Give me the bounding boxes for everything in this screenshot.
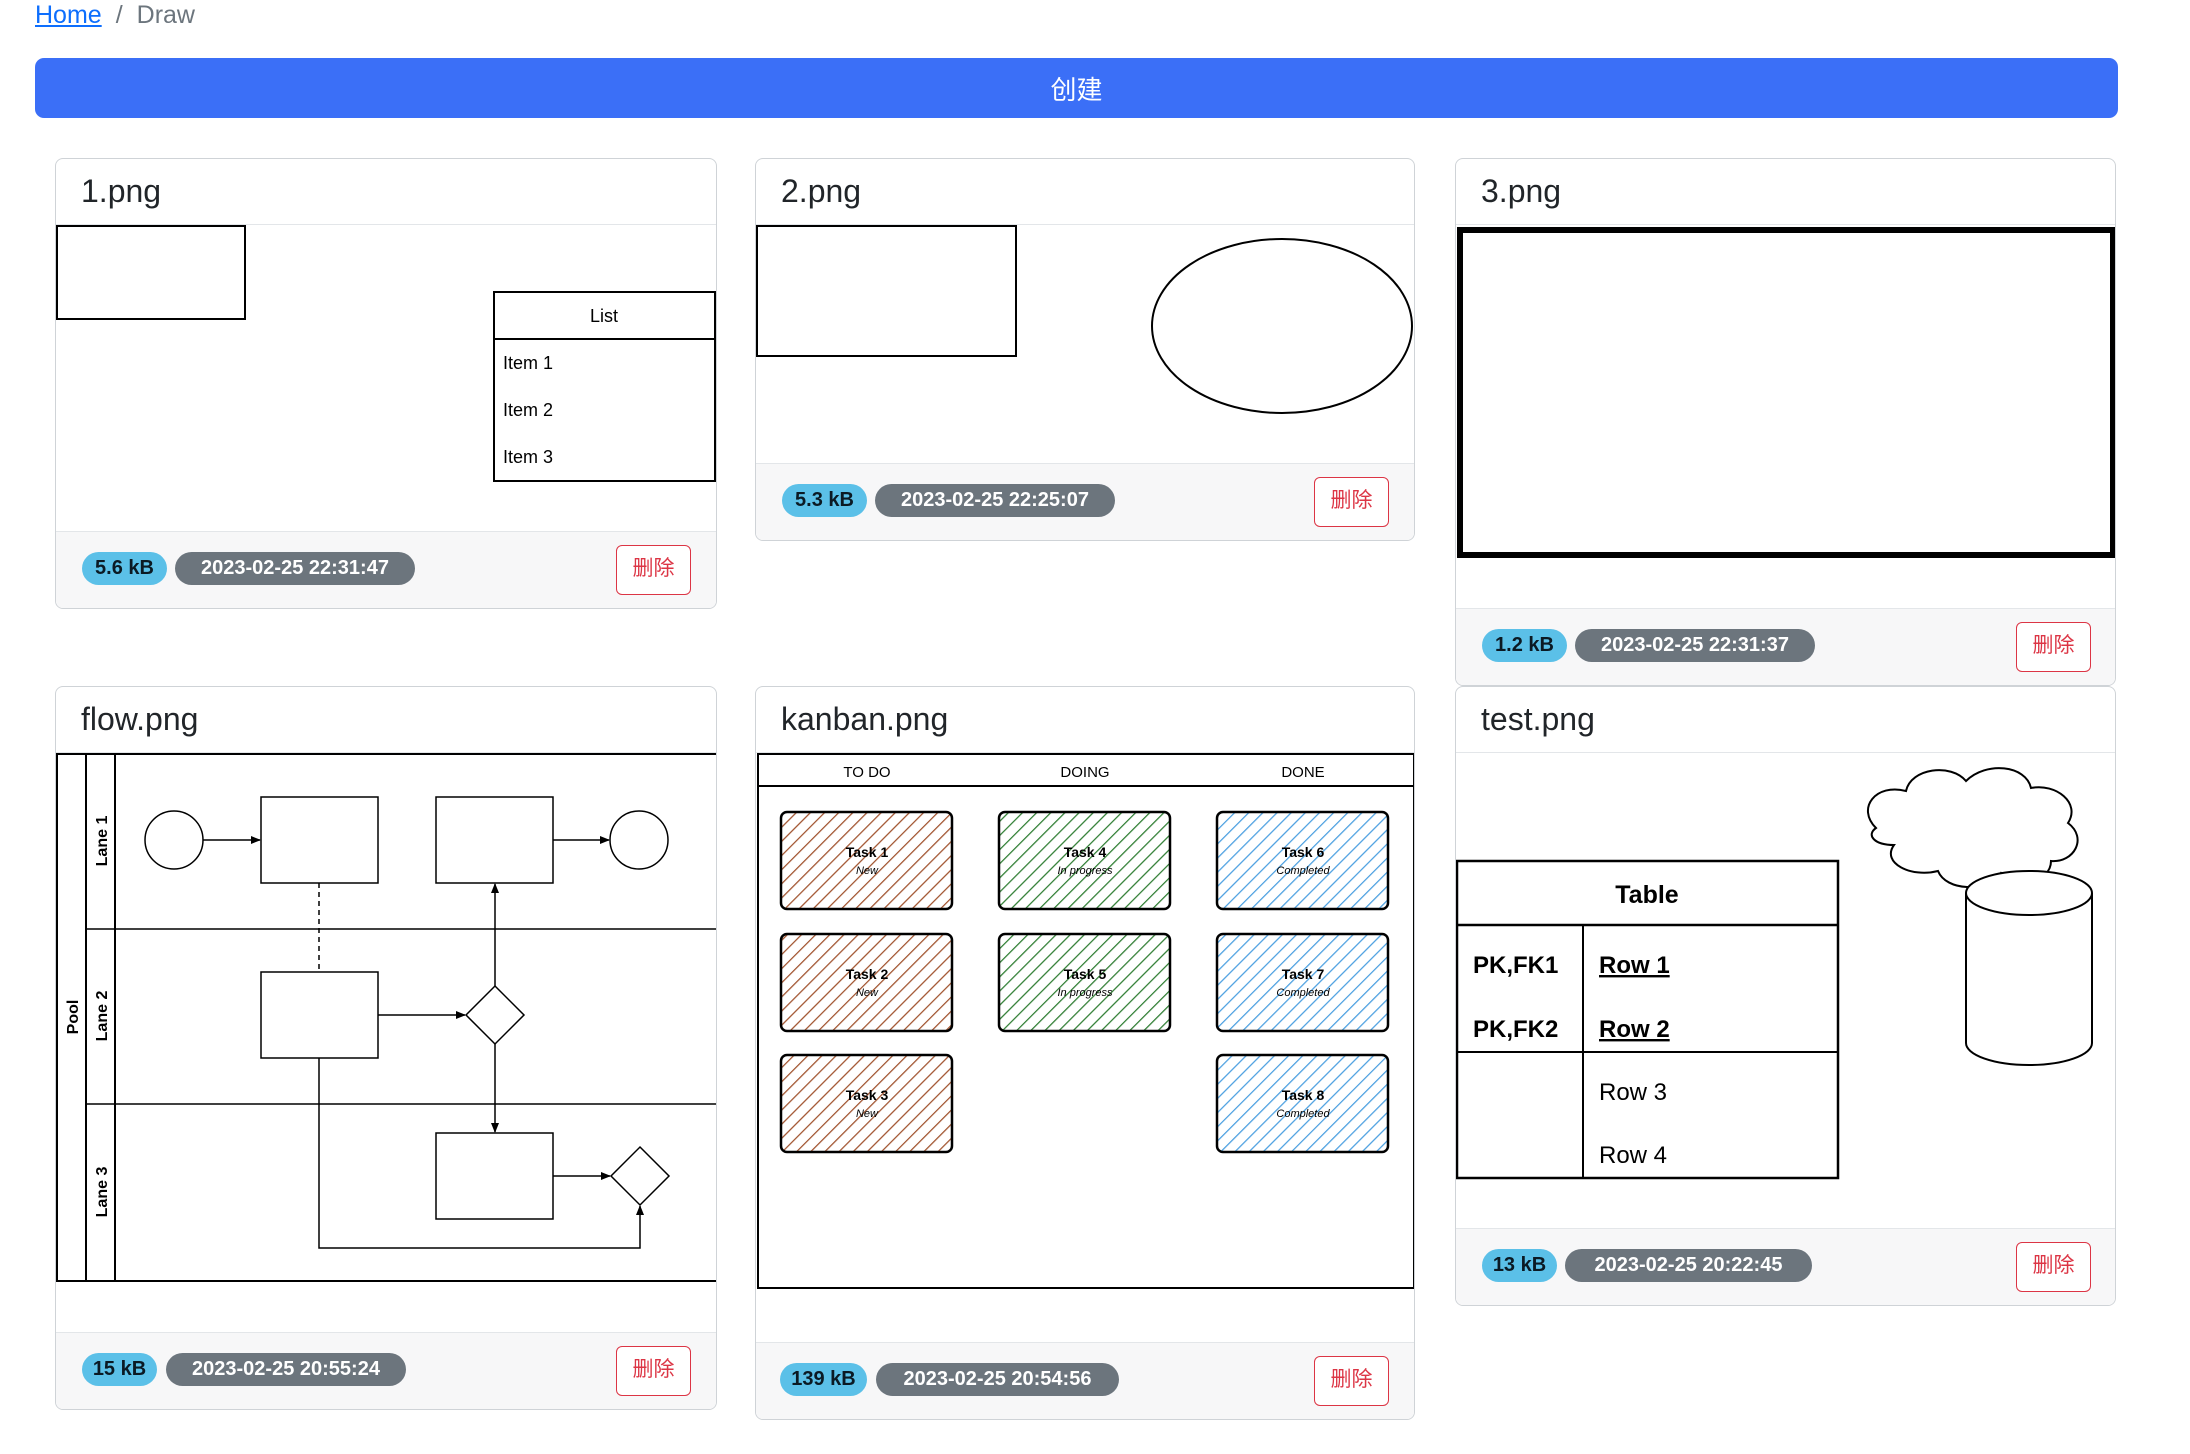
svg-text:Completed: Completed (1276, 1108, 1330, 1120)
file-size-badge: 1.2 kB (1482, 629, 1567, 662)
svg-text:Task 7: Task 7 (1282, 966, 1325, 982)
file-size-badge: 5.3 kB (782, 484, 867, 517)
card-footer: 139 kB 2023-02-25 20:54:56 删除 (756, 1342, 1414, 1419)
breadcrumb: Home / Draw (35, 0, 195, 30)
kanban-task-6: Task 6 Completed (1215, 810, 1390, 911)
delete-button[interactable]: 删除 (2016, 1242, 2091, 1292)
file-card-4: flow.png Pool Lane 1 Lane 2 Lane 3 (55, 686, 717, 1410)
card-title: 2.png (756, 159, 1414, 225)
kanban-task-4: Task 4 In progress (997, 810, 1172, 911)
delete-button[interactable]: 删除 (1314, 1356, 1389, 1406)
card-footer: 5.6 kB 2023-02-25 22:31:47 删除 (56, 531, 716, 608)
card-preview[interactable]: Pool Lane 1 Lane 2 Lane 3 (56, 753, 716, 1333)
card-footer: 13 kB 2023-02-25 20:22:45 删除 (1456, 1228, 2115, 1305)
table-value: Row 4 (1599, 1142, 1667, 1169)
card-footer: 15 kB 2023-02-25 20:55:24 删除 (56, 1332, 716, 1409)
svg-text:New: New (856, 987, 879, 999)
lane-label: Lane 2 (94, 991, 111, 1042)
breadcrumb-current: Draw (136, 1, 195, 29)
date-badge: 2023-02-25 20:22:45 (1565, 1249, 1812, 1282)
file-card-5: kanban.png TO DO DOING DONE (755, 686, 1415, 1420)
svg-text:Task 2: Task 2 (846, 966, 889, 982)
delete-button[interactable]: 删除 (1314, 477, 1389, 527)
table-value: Row 3 (1599, 1079, 1667, 1106)
date-badge: 2023-02-25 22:31:47 (175, 552, 415, 585)
date-badge: 2023-02-25 22:25:07 (875, 484, 1115, 517)
list-item: Item 2 (503, 400, 553, 420)
card-title: 1.png (56, 159, 716, 225)
pool-label: Pool (65, 1000, 82, 1035)
kanban-column-done: DONE (1281, 764, 1324, 781)
kanban-task-2: Task 2 New (779, 932, 954, 1033)
lane-label: Lane 1 (94, 816, 111, 867)
lane-label: Lane 3 (94, 1167, 111, 1218)
table-key: PK,FK2 (1473, 1016, 1558, 1043)
date-badge: 2023-02-25 20:55:24 (166, 1353, 406, 1386)
svg-text:In progress: In progress (1057, 987, 1113, 999)
svg-text:Completed: Completed (1276, 987, 1330, 999)
file-card-1: 1.png List Item 1 Item 2 Item 3 5.6 kB 2… (55, 158, 717, 609)
table-value: Row 1 (1599, 952, 1670, 979)
card-preview[interactable] (756, 225, 1414, 465)
card-preview[interactable]: Table PK,FK1 Row 1 PK,FK2 Row 2 Row 3 Ro… (1456, 753, 2115, 1229)
kanban-task-7: Task 7 Completed (1215, 932, 1390, 1033)
table-title: Table (1615, 881, 1679, 909)
table-key: PK,FK1 (1473, 952, 1558, 979)
delete-button[interactable]: 删除 (616, 1346, 691, 1396)
card-footer: 5.3 kB 2023-02-25 22:25:07 删除 (756, 463, 1414, 540)
date-badge: 2023-02-25 20:54:56 (876, 1363, 1119, 1396)
svg-text:Completed: Completed (1276, 865, 1330, 877)
card-title: test.png (1456, 687, 2115, 753)
card-title: 3.png (1456, 159, 2115, 225)
kanban-column-todo: TO DO (843, 764, 890, 781)
list-item: Item 1 (503, 353, 553, 373)
file-card-2: 2.png 5.3 kB 2023-02-25 22:25:07 删除 (755, 158, 1415, 541)
kanban-task-1: Task 1 New (779, 810, 954, 911)
card-title: kanban.png (756, 687, 1414, 753)
svg-text:Task 1: Task 1 (846, 844, 889, 860)
svg-text:Task 5: Task 5 (1064, 966, 1107, 982)
file-size-badge: 5.6 kB (82, 552, 167, 585)
svg-text:Task 3: Task 3 (846, 1087, 889, 1103)
svg-text:Task 6: Task 6 (1282, 844, 1325, 860)
kanban-task-8: Task 8 Completed (1215, 1053, 1390, 1154)
breadcrumb-home-link[interactable]: Home (35, 1, 102, 29)
card-preview[interactable]: List Item 1 Item 2 Item 3 (56, 225, 716, 533)
list-title: List (590, 306, 618, 326)
svg-text:New: New (856, 865, 879, 877)
file-size-badge: 15 kB (82, 1353, 157, 1386)
file-card-6: test.png Table PK,FK1 Row 1 PK,FK2 Row 2… (1455, 686, 2116, 1306)
svg-text:Task 8: Task 8 (1282, 1087, 1325, 1103)
svg-text:New: New (856, 1108, 879, 1120)
card-title: flow.png (56, 687, 716, 753)
delete-button[interactable]: 删除 (616, 545, 691, 595)
file-size-badge: 139 kB (780, 1363, 867, 1396)
kanban-task-3: Task 3 New (779, 1053, 954, 1154)
breadcrumb-separator: / (115, 1, 123, 29)
date-badge: 2023-02-25 22:31:37 (1575, 629, 1815, 662)
list-item: Item 3 (503, 447, 553, 467)
card-footer: 1.2 kB 2023-02-25 22:31:37 删除 (1456, 608, 2115, 685)
create-button[interactable]: 创建 (35, 58, 2118, 118)
svg-text:Task 4: Task 4 (1064, 844, 1107, 860)
kanban-column-doing: DOING (1060, 764, 1109, 781)
kanban-task-5: Task 5 In progress (997, 932, 1172, 1033)
card-preview[interactable] (1456, 225, 2115, 561)
table-value: Row 2 (1599, 1016, 1670, 1043)
card-preview[interactable]: TO DO DOING DONE Task 1 New Task 2 New T… (756, 753, 1414, 1333)
file-card-3: 3.png 1.2 kB 2023-02-25 22:31:37 删除 (1455, 158, 2116, 686)
file-size-badge: 13 kB (1482, 1249, 1557, 1282)
svg-text:In progress: In progress (1057, 865, 1113, 877)
delete-button[interactable]: 删除 (2016, 622, 2091, 672)
